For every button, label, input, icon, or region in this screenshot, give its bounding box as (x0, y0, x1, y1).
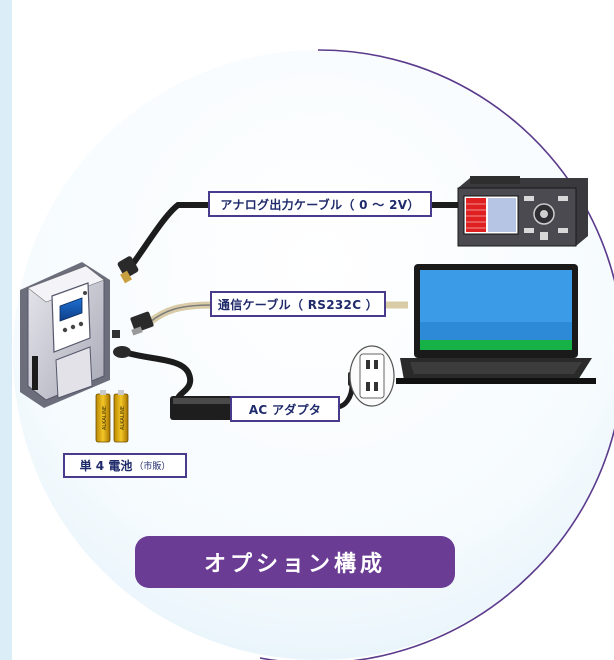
comm-cable-label: 通信ケーブル（ RS232C ） (210, 291, 386, 317)
recorder-device (457, 176, 588, 247)
side-strip (0, 0, 12, 660)
wall-outlet (349, 345, 395, 407)
battery-label-note: （市販） (134, 462, 171, 472)
battery-label: 単 4 電池 （市販） (63, 453, 187, 478)
battery-label-main: 単 4 電池 (79, 459, 133, 473)
ac-adapter-cable (123, 349, 194, 400)
option-configuration-title: オプション構成 (135, 536, 455, 588)
aa-batteries: ALKALINE ALKALINE (95, 390, 129, 443)
circle-accent-arc (317, 49, 614, 576)
analog-cable-label: アナログ出力ケーブル（ 0 ～ 2V） (208, 191, 432, 217)
battery-print-2: ALKALINE (120, 406, 126, 430)
battery-print-1: ALKALINE (102, 406, 108, 430)
data-logger-device (20, 262, 120, 408)
ac-adapter-label: AC アダプタ (230, 396, 340, 422)
analog-cable (127, 202, 210, 270)
laptop (396, 264, 596, 384)
